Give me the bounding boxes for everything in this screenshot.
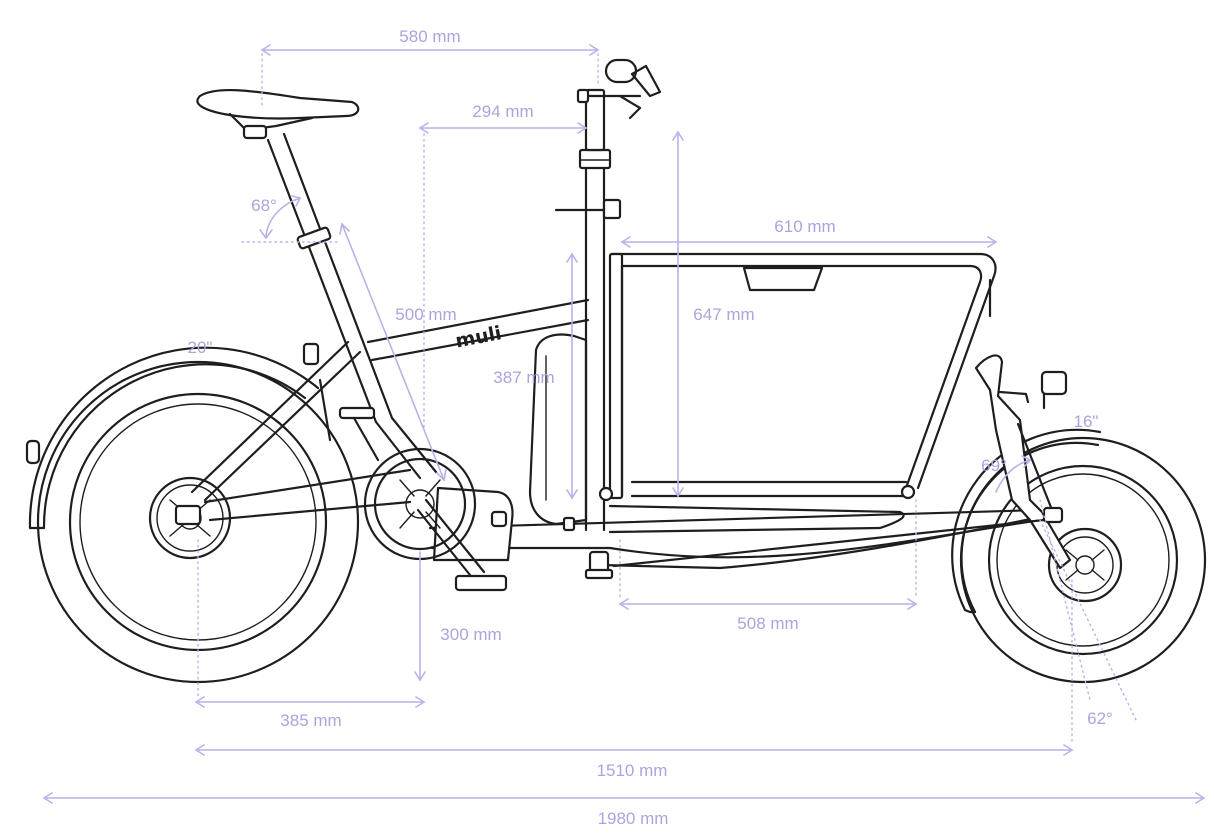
label-seat-angle: 68° [251,196,277,215]
label-chainstay: 385 mm [280,711,341,730]
rear-wheel [25,346,360,684]
brand-logo: muli [454,322,504,352]
label-rear-wheel-size: 20" [188,338,213,357]
label-fork-angle: 62° [1087,709,1113,728]
label-box-height: 647 mm [693,305,754,324]
label-seat-tube-length: 500 mm [395,305,456,324]
label-seat-to-handlebar: 580 mm [399,27,460,46]
drivetrain [338,406,514,592]
label-box-length-bottom: 508 mm [737,614,798,633]
dimension-labels: 580 mm 294 mm 610 mm 647 mm 500 mm 387 m… [188,27,1113,828]
front-wheel [951,428,1207,684]
label-bottom-bracket-height: 300 mm [440,625,501,644]
dimension-lines [42,44,1206,804]
cargo-box [598,252,997,534]
saddle [196,89,360,140]
handlebar [576,58,662,152]
label-box-length-top: 610 mm [774,217,835,236]
label-front-wheel-size: 16" [1074,412,1099,431]
label-battery-height: 387 mm [493,368,554,387]
label-head-angle: 69° [981,456,1007,475]
battery [528,333,588,526]
rear-brake-disc [148,476,232,560]
label-stem-reach: 294 mm [472,102,533,121]
label-overall-length: 1980 mm [598,809,669,828]
label-wheelbase: 1510 mm [597,761,668,780]
